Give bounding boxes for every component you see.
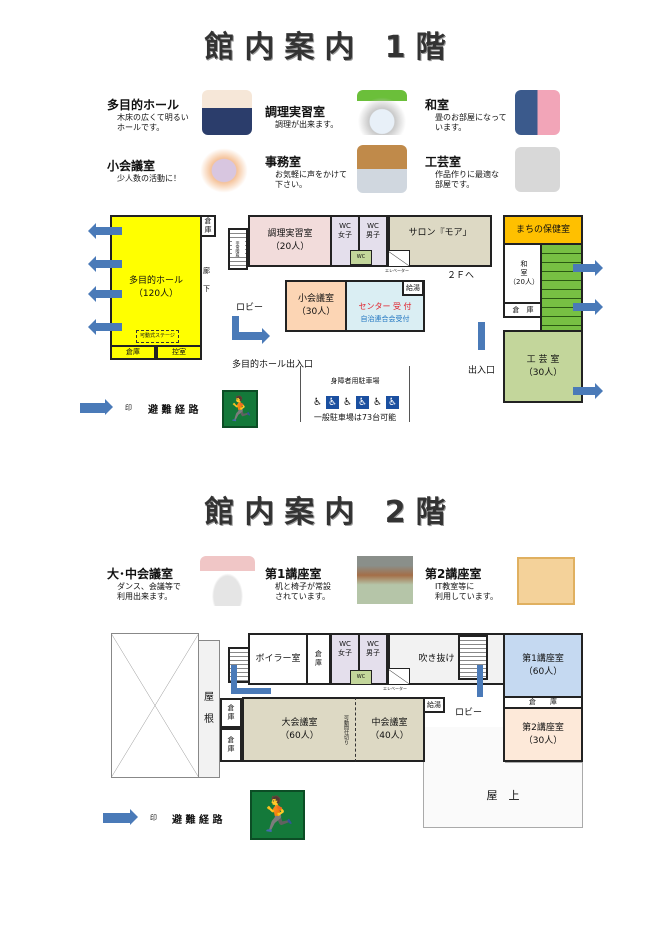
vegetable-scale-illustration bbox=[357, 90, 407, 135]
entrance-label: 出入口 bbox=[468, 366, 496, 376]
intro-meeting: 大･中会議室ダンス、会議等で 利用出来ます。 bbox=[107, 567, 181, 601]
parking-note: 一般駐車場は73台可能 bbox=[313, 413, 397, 422]
evac-arrow bbox=[232, 316, 239, 336]
roof: 屋 根 bbox=[198, 640, 220, 778]
intro-office: 事務室お気軽に声をかけて 下さい。 bbox=[265, 155, 347, 189]
room-lecture2[interactable]: 第2講座室 （30人） bbox=[503, 707, 583, 762]
room-label: 多目的ホール （120人） bbox=[128, 275, 183, 299]
intro-hall: 多目的ホール木床の広くて明るい ホールです。 bbox=[107, 98, 189, 132]
wc-men: WC 男子 bbox=[358, 215, 388, 267]
corridor-label: 廊 下 bbox=[203, 267, 210, 293]
room-small-meeting[interactable]: 小会議室 （30人） bbox=[285, 280, 347, 332]
kitchenette: 給湯 bbox=[402, 280, 424, 296]
legend-mark: 印 bbox=[125, 404, 132, 412]
room-health[interactable]: まちの保健室 bbox=[503, 215, 583, 245]
elevator-label: エレベーター bbox=[385, 268, 409, 273]
rooftop: 屋 上 bbox=[423, 762, 583, 828]
evac-arrow-left bbox=[88, 256, 122, 272]
room-craft[interactable]: 工 芸 室 （30人） bbox=[503, 330, 583, 403]
emergency-exit-icon: 🏃 bbox=[222, 390, 258, 428]
floor2-title: 館内案内 2階 bbox=[204, 495, 456, 530]
elevator bbox=[388, 668, 410, 685]
evac-arrow-right bbox=[573, 260, 603, 276]
legend-arrow bbox=[80, 399, 113, 415]
classroom-photo bbox=[357, 556, 413, 604]
rooftop-upper bbox=[423, 727, 505, 763]
stairs[interactable] bbox=[458, 635, 488, 680]
storage: 倉 庫 bbox=[220, 698, 242, 728]
legend-arrow bbox=[103, 809, 138, 825]
evac-arrow-down bbox=[478, 322, 485, 350]
evac-arrow-right bbox=[573, 299, 603, 315]
accessible-parking: 身障者用駐車場 ♿♿♿♿♿♿ 一般駐車場は73台可能 bbox=[300, 366, 410, 422]
storage: 倉 庫 bbox=[220, 728, 242, 762]
tatami bbox=[540, 243, 583, 332]
wheelchair-icon: ♿♿♿♿♿♿ bbox=[301, 390, 409, 409]
intro-washitsu: 和室畳のお部屋になって います。 bbox=[425, 98, 507, 132]
intro-lecture1: 第1講座室机と椅子が常設 されています。 bbox=[265, 567, 331, 601]
emergency-stairs[interactable]: 非常階段 bbox=[228, 228, 248, 270]
elevator-label: エレベーター bbox=[383, 686, 407, 691]
receptionist-illustration bbox=[357, 145, 407, 193]
room-cooking[interactable]: 調理実習室 （20人） bbox=[248, 215, 332, 267]
legend-mark: 印 bbox=[150, 814, 157, 822]
legend-label: 避 難 経 路 bbox=[172, 815, 223, 826]
intro-craft: 工芸室作品作りに最適な 部屋です。 bbox=[425, 155, 499, 189]
hall-entrance-label: 多目的ホール出入口 bbox=[232, 360, 314, 370]
storage: 倉 庫 bbox=[306, 633, 331, 685]
room-multipurpose-hall[interactable]: 多目的ホール （120人） bbox=[110, 215, 202, 360]
partition-label: 可動間仕切り bbox=[343, 715, 349, 745]
lobby-label: ロビー bbox=[236, 303, 264, 313]
room-washitsu[interactable]: 和 室 （20人） bbox=[503, 243, 543, 303]
choir-illustration bbox=[202, 90, 252, 135]
presentation-illustration bbox=[200, 556, 255, 606]
craft-illustration bbox=[515, 147, 560, 192]
intro-cooking: 調理実習室調理が出来ます。 bbox=[265, 105, 339, 129]
intro-small-meeting: 小会議室少人数の活動に！ bbox=[107, 159, 181, 183]
void-area bbox=[111, 633, 199, 778]
parking-title: 身障者用駐車場 bbox=[330, 377, 380, 385]
meeting-group-illustration bbox=[200, 148, 248, 193]
to-2f-label: ２Ｆへ bbox=[447, 271, 475, 281]
room-mid-meeting[interactable]: 中会議室 （40人） bbox=[355, 697, 425, 762]
evac-arrow bbox=[231, 665, 237, 689]
evac-arrow bbox=[231, 688, 271, 694]
room-hall-storage: 倉庫 bbox=[110, 345, 156, 360]
movable-stage: 可動式ステージ bbox=[136, 330, 179, 343]
evac-arrow bbox=[232, 328, 270, 344]
room-storage: 倉 庫 bbox=[200, 215, 216, 237]
evac-arrow-left bbox=[88, 223, 122, 239]
computer-class-illustration bbox=[517, 557, 575, 605]
emergency-exit-icon: 🏃 bbox=[250, 790, 305, 840]
wc-accessible: WC bbox=[350, 250, 372, 265]
room-waiting: 控室 bbox=[156, 345, 202, 360]
kimono-women-illustration bbox=[515, 90, 560, 135]
room-lecture1[interactable]: 第1講座室 （60人） bbox=[503, 633, 583, 698]
legend-label: 避 難 経 路 bbox=[148, 405, 199, 416]
washitsu-storage: 倉 庫 bbox=[503, 302, 543, 318]
room-large-meeting[interactable]: 大会議室 （60人） bbox=[242, 697, 357, 762]
evac-arrow-right bbox=[573, 383, 603, 399]
evac-arrow-left bbox=[88, 319, 122, 335]
room-boiler: ボイラー室 bbox=[248, 633, 308, 685]
elevator bbox=[388, 250, 410, 267]
wc-accessible: WC bbox=[350, 670, 372, 685]
evac-arrow-left bbox=[88, 286, 122, 302]
kitchenette: 給湯 bbox=[423, 697, 445, 713]
evac-arrow-up bbox=[477, 665, 483, 697]
lobby-label: ロビー bbox=[455, 708, 483, 718]
floor1-title: 館内案内 1階 bbox=[204, 30, 456, 65]
